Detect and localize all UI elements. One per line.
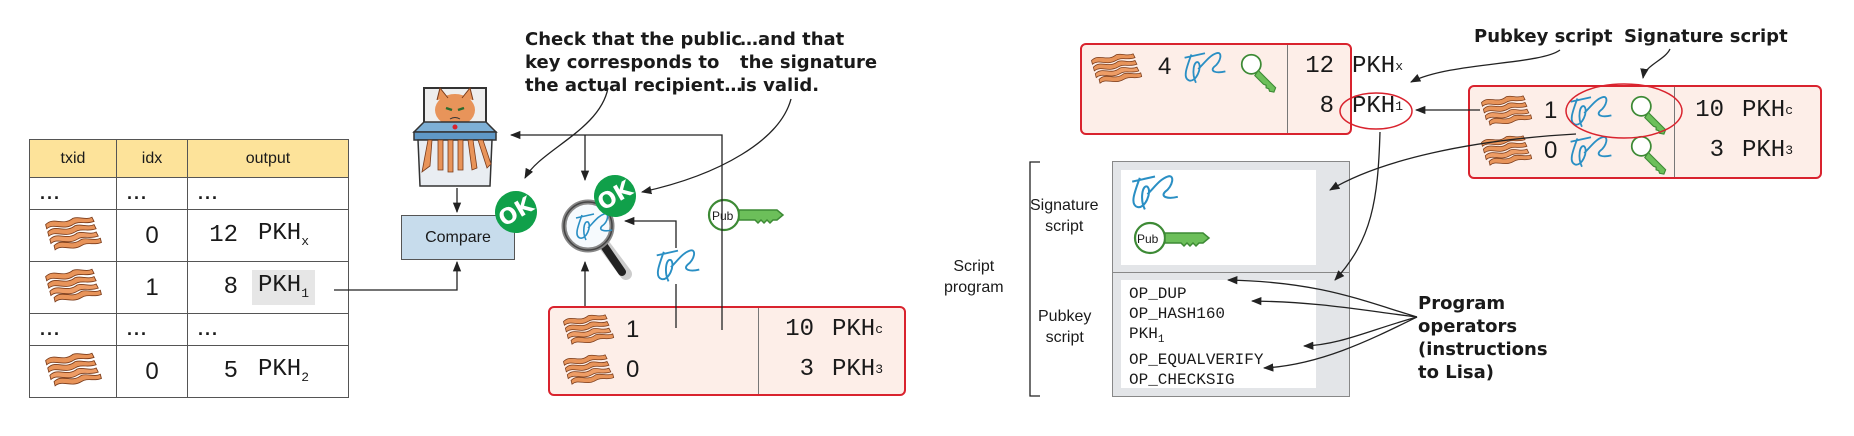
table-row-ellipsis: ... ... ... <box>29 313 349 346</box>
bacon-icon <box>1091 53 1143 84</box>
idx-cell: 1 <box>116 261 188 314</box>
op-pkh: PKH1 <box>1129 325 1165 346</box>
amount: 5 <box>223 358 238 385</box>
ellipsis-cell: ... <box>116 313 188 346</box>
table-row: 1 8 PKH1 <box>29 261 349 314</box>
output-cell: 8 PKH1 <box>187 261 349 314</box>
public-key-icon <box>1240 53 1277 93</box>
shredder-cat-icon <box>412 86 498 187</box>
op-checksig: OP_CHECKSIG <box>1129 371 1235 389</box>
pubkey-script-label: Pubkey script <box>1038 308 1092 346</box>
pub-key-label: Pub <box>712 209 734 223</box>
pkh: PKH2 <box>258 356 310 385</box>
bacon-icon <box>1481 135 1533 166</box>
table-row: 0 5 PKH2 <box>29 345 349 398</box>
ellipsis-cell: ... <box>29 177 117 210</box>
table-row-ellipsis: ... ... ... <box>29 177 349 210</box>
bacon-icon <box>45 268 102 303</box>
compare-box: Compare <box>401 215 515 260</box>
signature-script-section: Pub <box>1121 170 1316 265</box>
input-idx: 0 <box>1544 137 1558 164</box>
input-idx: 4 <box>1158 53 1172 80</box>
bacon-icon <box>1481 95 1533 126</box>
callout-signature-check: …and that the signature is valid. <box>740 29 878 96</box>
signature-icon <box>1569 136 1613 168</box>
bacon-icon <box>45 216 102 251</box>
header-txid: txid <box>29 139 117 178</box>
ops-list: OP_DUP OP_HASH160 PKH1 OP_EQUALVERIFY OP… <box>1129 284 1263 390</box>
txid-cell <box>29 261 117 314</box>
ellipsis-cell: ... <box>116 177 188 210</box>
op-hash160: OP_HASH160 <box>1129 305 1226 323</box>
output-cell: 12 PKHx <box>187 209 349 262</box>
input-idx: 1 <box>1544 97 1558 124</box>
bacon-icon <box>563 354 615 385</box>
signature-script-label: Signature script <box>1030 197 1099 235</box>
amount: 8 <box>223 274 238 301</box>
callout-signature-script: Signature script <box>1624 26 1788 47</box>
signature-icon <box>655 249 701 283</box>
utxo-table: txid idx output ... ... ... 0 12 PKHx 1 8… <box>29 139 349 398</box>
utxo-header-row: txid idx output <box>29 139 349 178</box>
pub-key-label: Pub <box>1137 232 1159 246</box>
input-idx: 0 <box>626 356 640 383</box>
callout-program-operators: Program operators (instructions to Lisa) <box>1418 293 1548 383</box>
op-dup: OP_DUP <box>1129 285 1187 303</box>
ellipsis-cell: ... <box>29 313 117 346</box>
txid-cell <box>29 209 117 262</box>
ellipsis-cell: ... <box>187 177 349 210</box>
txid-cell <box>29 345 117 398</box>
signature-icon <box>1183 52 1227 84</box>
signature-icon <box>1569 96 1613 128</box>
callout-pubkey-check: Check that the public key corresponds to… <box>525 29 743 96</box>
pkh: PKHx <box>258 220 310 249</box>
pubkey-script-section: OP_DUP OP_HASH160 PKH1 OP_EQUALVERIFY OP… <box>1121 280 1316 390</box>
script-program-label: Script program <box>944 258 1004 296</box>
callout-pubkey-script: Pubkey script <box>1474 26 1613 47</box>
input-idx: 1 <box>626 316 640 343</box>
public-key-icon <box>1630 95 1667 135</box>
op-equalverify: OP_EQUALVERIFY <box>1129 351 1264 369</box>
header-idx: idx <box>116 139 188 178</box>
table-row: 0 12 PKHx <box>29 209 349 262</box>
pkh-highlighted: PKH1 <box>252 270 316 305</box>
bacon-icon <box>45 352 102 387</box>
signature-icon <box>1131 175 1179 211</box>
script-program-box: Pub OP_DUP OP_HASH160 PKH1 OP_EQUALVERIF… <box>1112 161 1350 397</box>
idx-cell: 0 <box>116 209 188 262</box>
idx-cell: 0 <box>116 345 188 398</box>
ellipsis-cell: ... <box>187 313 349 346</box>
public-key-icon <box>1630 135 1667 175</box>
header-output: output <box>187 139 349 178</box>
output-cell: 5 PKH2 <box>187 345 349 398</box>
amount: 12 <box>209 222 238 249</box>
bacon-icon <box>563 314 615 345</box>
